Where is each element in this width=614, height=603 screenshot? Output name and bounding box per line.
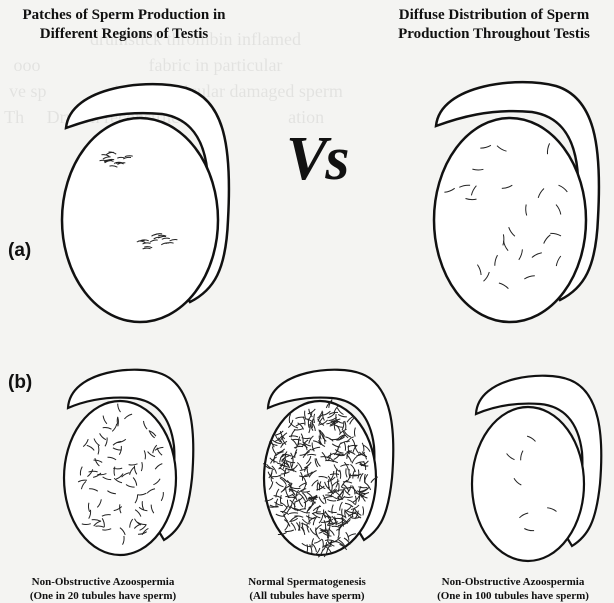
testis-nonobstructive-20 — [58, 360, 198, 560]
caption-right-line1: Non-Obstructive Azoospermia — [412, 575, 614, 589]
testis-outline — [472, 407, 584, 561]
versus-label: Vs — [286, 124, 347, 195]
title-diffuse: Diffuse Distribution of Sperm Production… — [374, 6, 614, 44]
title-diffuse-line2: Production Throughout Testis — [374, 25, 614, 44]
panel-label-b: (b) — [8, 372, 32, 394]
testis-diffuse-large — [420, 68, 614, 318]
panel-label-a: (a) — [8, 240, 31, 262]
caption-mid-line2: (All tubules have sperm) — [212, 589, 402, 603]
testis-outline — [62, 118, 218, 322]
caption-right-line2: (One in 100 tubules have sperm) — [412, 589, 614, 603]
caption-normal: Normal Spermatogenesis (All tubules have… — [212, 575, 402, 603]
caption-left-line2: (One in 20 tubules have sperm) — [0, 589, 206, 603]
caption-mid-line1: Normal Spermatogenesis — [212, 575, 402, 589]
title-patches: Patches of Sperm Production in Different… — [8, 6, 240, 44]
testis-outline — [434, 118, 586, 322]
title-patches-line1: Patches of Sperm Production in — [8, 6, 240, 25]
caption-nonobstructive-20: Non-Obstructive Azoospermia (One in 20 t… — [0, 575, 206, 603]
testis-nonobstructive-100 — [466, 366, 606, 566]
title-patches-line2: Different Regions of Testis — [8, 25, 240, 44]
caption-left-line1: Non-Obstructive Azoospermia — [0, 575, 206, 589]
testis-patchy-large — [50, 70, 250, 320]
caption-nonobstructive-100: Non-Obstructive Azoospermia (One in 100 … — [412, 575, 614, 603]
testis-normal — [258, 360, 398, 560]
title-diffuse-line1: Diffuse Distribution of Sperm — [374, 6, 614, 25]
testis-outline — [64, 401, 176, 555]
